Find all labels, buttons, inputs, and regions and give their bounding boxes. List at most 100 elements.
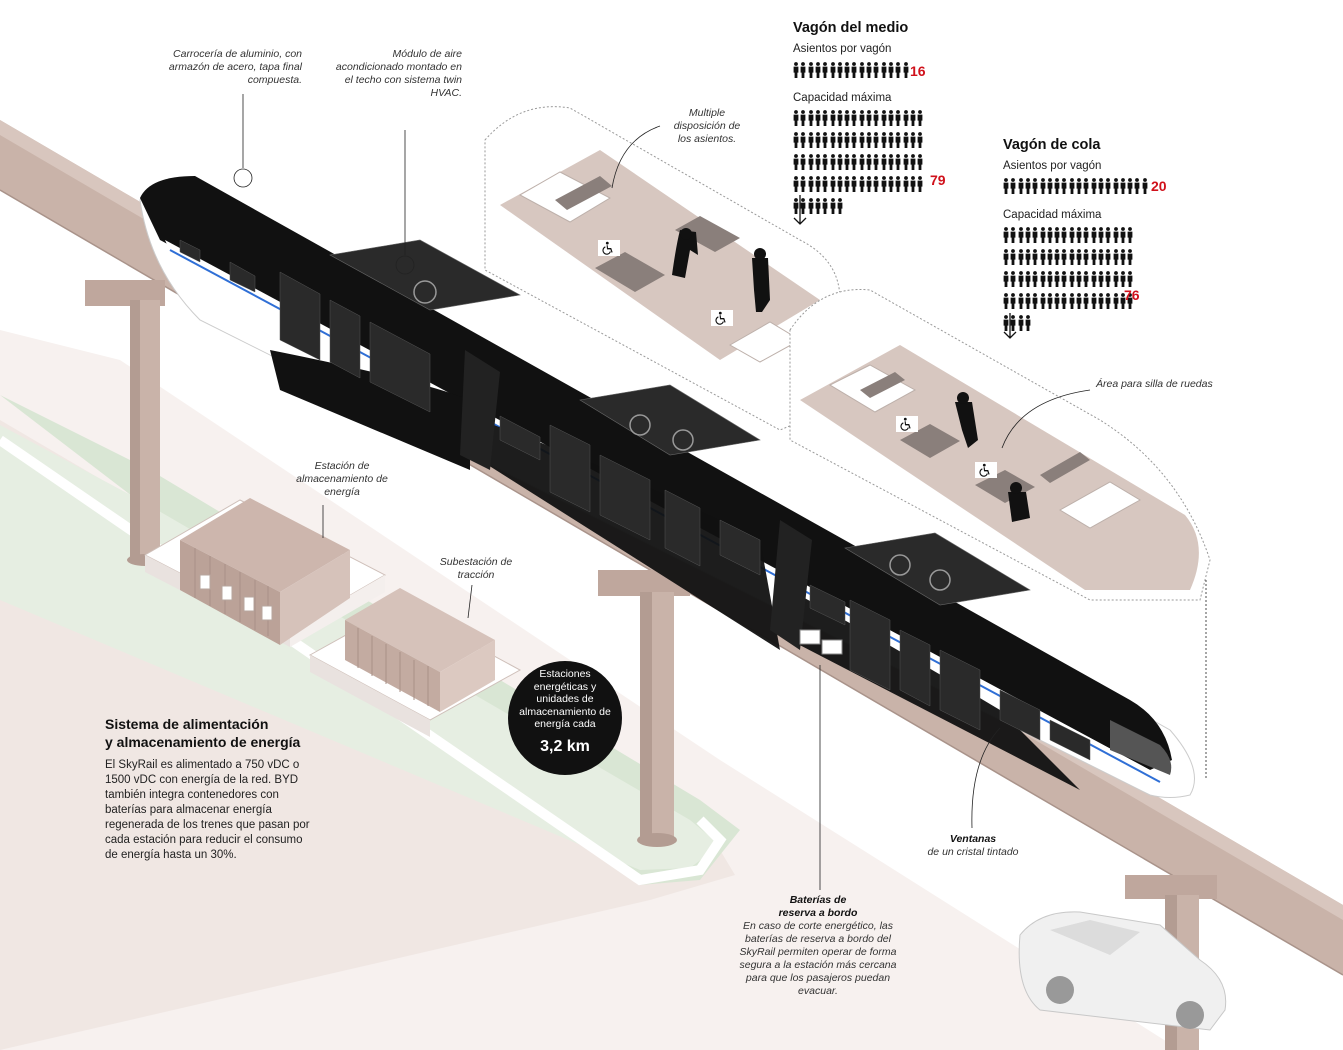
person-icon <box>888 110 894 126</box>
person-icon <box>1061 178 1067 194</box>
annotation-substation: Subestación de tracción <box>439 556 513 581</box>
person-icon <box>800 176 806 192</box>
person-icon <box>1061 249 1067 265</box>
person-icon <box>1003 293 1009 309</box>
person-icon <box>917 132 923 148</box>
person-icon <box>830 62 836 78</box>
person-icon <box>815 62 821 78</box>
person-icon <box>1047 249 1053 265</box>
person-icon <box>815 198 821 214</box>
person-icon <box>1010 227 1016 243</box>
person-icon <box>917 154 923 170</box>
leader-lines <box>233 94 1207 890</box>
traction-substation <box>308 588 522 737</box>
person-icon <box>903 154 909 170</box>
person-icon <box>808 110 814 126</box>
person-icon <box>1113 249 1119 265</box>
person-icon <box>1091 271 1097 287</box>
person-icon <box>1010 293 1016 309</box>
person-icon <box>1061 293 1067 309</box>
person-icon <box>903 62 909 78</box>
person-icon <box>1047 271 1053 287</box>
person-icon <box>1018 178 1024 194</box>
person-icon <box>881 154 887 170</box>
person-icon <box>830 154 836 170</box>
person-icon <box>851 154 857 170</box>
battery-body: En caso de corte energético, las batería… <box>739 920 897 997</box>
power-body: El SkyRail es alimentado a 750 vDC o 150… <box>105 759 310 861</box>
person-icon <box>873 154 879 170</box>
person-icon <box>1098 293 1104 309</box>
person-icon <box>815 110 821 126</box>
annotation-hvac: Módulo de aire acondicionado montado en … <box>335 48 462 99</box>
person-icon <box>1127 249 1133 265</box>
person-icon <box>1018 227 1024 243</box>
person-icon <box>1032 249 1038 265</box>
person-icon <box>851 176 857 192</box>
middle-car-seats-pictogram <box>793 62 913 78</box>
middle-car-capacity-value: 79 <box>930 172 946 188</box>
person-icon <box>808 154 814 170</box>
person-icon <box>793 176 799 192</box>
person-icon <box>1083 178 1089 194</box>
person-icon <box>1091 293 1097 309</box>
person-icon <box>800 62 806 78</box>
person-icon <box>1142 178 1148 194</box>
person-icon <box>1040 227 1046 243</box>
tail-car-capacity-label: Capacidad máxima <box>1003 209 1102 221</box>
person-icon <box>1003 315 1009 331</box>
person-icon <box>1018 315 1024 331</box>
person-icon <box>1120 271 1126 287</box>
person-icon <box>1025 178 1031 194</box>
person-icon <box>1113 227 1119 243</box>
person-icon <box>1047 227 1053 243</box>
person-icon <box>1025 315 1031 331</box>
person-icon <box>873 132 879 148</box>
person-icon <box>881 132 887 148</box>
cutaway-middle-car <box>484 106 841 431</box>
tail-car-capacity-pictogram <box>1003 227 1143 307</box>
person-icon <box>888 62 894 78</box>
person-icon <box>793 110 799 126</box>
person-icon <box>822 132 828 148</box>
down-arrow-icon <box>793 195 1017 339</box>
tail-car-seats-value: 20 <box>1151 178 1167 194</box>
hvac-fan-icon <box>413 280 951 591</box>
person-icon <box>866 154 872 170</box>
power-title-line2: y almacenamiento de energía <box>105 734 301 750</box>
person-icon <box>910 110 916 126</box>
annotation-body: Carrocería de aluminio, con armazón de a… <box>168 48 302 86</box>
middle-car-title: Vagón del medio <box>793 20 909 36</box>
annotation-windows: Ventanas de un cristal tintado <box>925 833 1021 859</box>
person-icon <box>1076 271 1082 287</box>
person-icon <box>822 154 828 170</box>
person-icon <box>1127 271 1133 287</box>
person-icon <box>1010 271 1016 287</box>
person-icon <box>800 132 806 148</box>
person-icon <box>1113 178 1119 194</box>
person-icon <box>808 62 814 78</box>
person-icon <box>837 176 843 192</box>
person-icon <box>815 176 821 192</box>
person-icon <box>1054 293 1060 309</box>
person-icon <box>1061 271 1067 287</box>
person-icon <box>844 132 850 148</box>
person-icon <box>1098 271 1104 287</box>
person-icon <box>1025 271 1031 287</box>
person-icon <box>1083 293 1089 309</box>
person-icon <box>1054 227 1060 243</box>
person-icon <box>910 132 916 148</box>
person-icon <box>1032 227 1038 243</box>
person-icon <box>881 110 887 126</box>
person-icon <box>881 176 887 192</box>
person-icon <box>822 198 828 214</box>
person-icon <box>866 176 872 192</box>
person-icon <box>866 62 872 78</box>
person-icon <box>1040 271 1046 287</box>
cutaway-tail-car <box>789 289 1211 601</box>
person-icon <box>1076 227 1082 243</box>
person-icon <box>1054 249 1060 265</box>
person-icon <box>793 62 799 78</box>
person-icon <box>1098 227 1104 243</box>
person-icon <box>903 132 909 148</box>
